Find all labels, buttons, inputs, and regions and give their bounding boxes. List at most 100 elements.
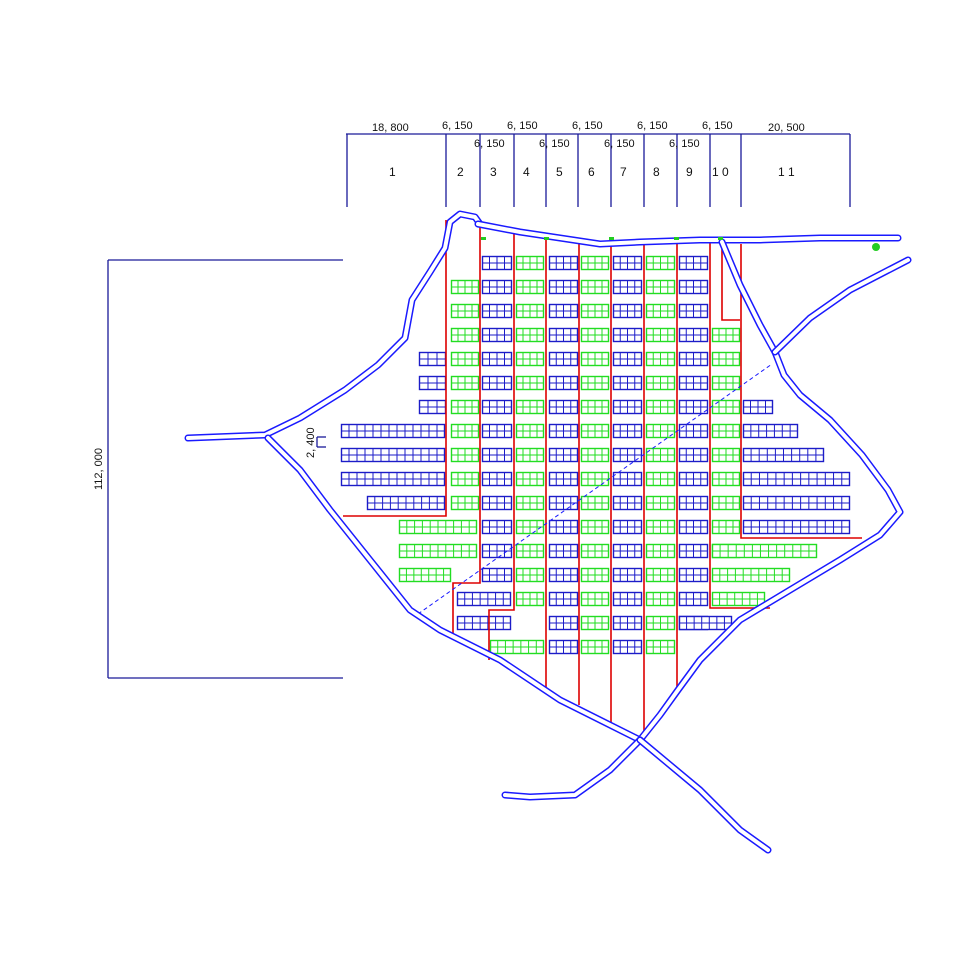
panel-block bbox=[612, 615, 643, 631]
panel-block bbox=[548, 303, 579, 319]
panel-block bbox=[612, 519, 643, 535]
panel-block bbox=[645, 399, 676, 415]
panel-block bbox=[515, 303, 545, 319]
panel-block bbox=[645, 471, 676, 487]
small-dimension: 2, 400 bbox=[305, 427, 326, 458]
small-dimension-label: 2, 400 bbox=[305, 427, 317, 458]
panel-block bbox=[548, 351, 579, 367]
panel-block bbox=[678, 615, 733, 631]
panel-block bbox=[580, 639, 610, 655]
panel-block bbox=[481, 543, 513, 559]
panel-block bbox=[340, 423, 446, 439]
panel-block bbox=[481, 255, 513, 271]
panel-block bbox=[742, 495, 851, 511]
panel-block bbox=[340, 447, 446, 463]
panel-block bbox=[418, 351, 447, 367]
column-number-3: 3 bbox=[490, 165, 497, 179]
sector-boundary-line bbox=[740, 244, 862, 539]
panel-block bbox=[456, 591, 512, 607]
panel-block bbox=[711, 351, 741, 367]
panel-block bbox=[481, 447, 513, 463]
tick-marker bbox=[674, 237, 679, 240]
sector-boundaries bbox=[343, 220, 862, 736]
panel-block bbox=[450, 399, 480, 415]
panel-block bbox=[548, 447, 579, 463]
panel-block bbox=[450, 423, 480, 439]
panel-block bbox=[580, 255, 610, 271]
tick-marker bbox=[544, 237, 549, 240]
column-number-5: 5 bbox=[556, 165, 563, 179]
panel-block bbox=[580, 447, 610, 463]
panel-block bbox=[612, 327, 643, 343]
panel-block bbox=[450, 495, 480, 511]
roads bbox=[184, 210, 912, 854]
dim-col-1: 18, 800 bbox=[372, 122, 409, 134]
dim-col-2: 6, 150 bbox=[442, 120, 473, 132]
panel-block bbox=[580, 471, 610, 487]
panel-block bbox=[580, 279, 610, 295]
panel-block bbox=[548, 279, 579, 295]
panel-block bbox=[711, 495, 741, 511]
tick-marker bbox=[609, 237, 614, 240]
dim-col-6: 6, 150 bbox=[572, 120, 603, 132]
panel-block bbox=[612, 495, 643, 511]
panel-block bbox=[481, 279, 513, 295]
panel-block bbox=[481, 351, 513, 367]
panel-block bbox=[678, 591, 709, 607]
dim-col-8: 6, 150 bbox=[637, 120, 668, 132]
panel-block bbox=[678, 255, 709, 271]
sector-boundary-line bbox=[488, 232, 515, 660]
road-center bbox=[638, 240, 902, 742]
panel-block bbox=[612, 567, 643, 583]
tick-marker bbox=[481, 237, 486, 240]
road-center bbox=[773, 258, 910, 354]
sector-boundary-line bbox=[452, 222, 481, 640]
panel-block bbox=[548, 471, 579, 487]
panel-block bbox=[678, 519, 709, 535]
panel-block bbox=[548, 255, 579, 271]
panel-block bbox=[678, 279, 709, 295]
top-dimension-row1: 18, 800 6, 150 6, 150 6, 150 6, 150 6, 1… bbox=[372, 120, 805, 134]
panel-block bbox=[515, 591, 545, 607]
panel-block bbox=[612, 447, 643, 463]
panel-block bbox=[678, 303, 709, 319]
panel-block bbox=[612, 351, 643, 367]
panel-block bbox=[580, 519, 610, 535]
panel-block bbox=[742, 423, 799, 439]
dim-col-9: 6, 150 bbox=[669, 138, 700, 150]
panel-block bbox=[645, 543, 676, 559]
panel-block bbox=[645, 519, 676, 535]
panel-block bbox=[742, 447, 825, 463]
panel-block bbox=[548, 519, 579, 535]
panel-block bbox=[580, 567, 610, 583]
panel-block bbox=[645, 255, 676, 271]
panel-block bbox=[612, 423, 643, 439]
panel-block bbox=[580, 591, 610, 607]
panel-block bbox=[398, 543, 478, 559]
dim-col-5: 6, 150 bbox=[539, 138, 570, 150]
panel-block bbox=[678, 495, 709, 511]
panel-block bbox=[515, 471, 545, 487]
panel-block bbox=[515, 327, 545, 343]
panel-block bbox=[548, 375, 579, 391]
panel-block bbox=[612, 375, 643, 391]
panel-block bbox=[678, 375, 709, 391]
panel-block bbox=[645, 495, 676, 511]
panel-block bbox=[742, 471, 851, 487]
panel-block bbox=[515, 351, 545, 367]
panel-block bbox=[678, 327, 709, 343]
panel-block bbox=[645, 447, 676, 463]
tick-marker bbox=[718, 237, 723, 240]
dim-col-11: 20, 500 bbox=[768, 122, 805, 134]
column-number-8: 8 bbox=[653, 165, 660, 179]
column-number-2: 2 bbox=[457, 165, 464, 179]
column-number-1: 1 bbox=[389, 165, 396, 179]
road-center bbox=[476, 222, 900, 246]
panel-block bbox=[580, 351, 610, 367]
panel-block bbox=[711, 471, 741, 487]
panel-block bbox=[711, 399, 741, 415]
panel-block bbox=[481, 567, 513, 583]
road-segment bbox=[501, 736, 644, 801]
panel-block bbox=[481, 303, 513, 319]
